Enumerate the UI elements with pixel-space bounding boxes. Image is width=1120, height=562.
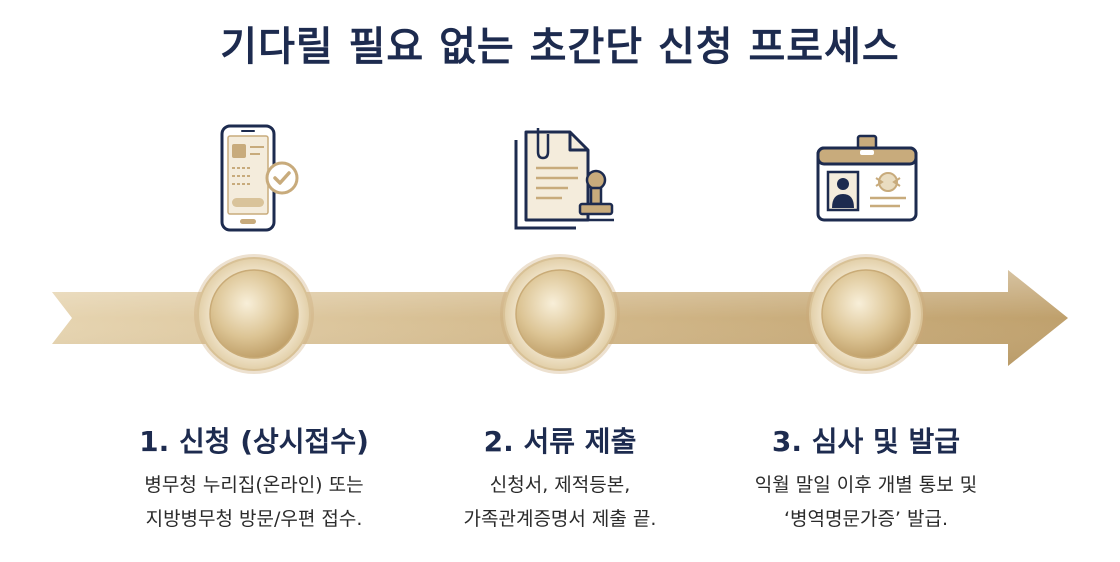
step-2-description: 신청서, 제적등본, 가족관계증명서 제출 끝.: [390, 468, 730, 536]
step-3-desc-line: ‘병역명문가증’ 발급.: [784, 508, 948, 530]
step-3-description: 익월 말일 이후 개별 통보 및 ‘병역명문가증’ 발급.: [696, 468, 1036, 536]
step-3-circle: [806, 254, 926, 374]
document-stamp-icon: [514, 128, 614, 230]
step-2-title: 2. 서류 제출: [483, 425, 637, 458]
step-1-desc-line: 지방병무청 방문/우편 접수.: [145, 508, 363, 530]
step-1-circle: [194, 254, 314, 374]
step-1-title: 1. 신청 (상시접수): [139, 425, 369, 458]
step-2-desc-line: 신청서, 제적등본,: [489, 474, 631, 496]
step-3-title: 3. 심사 및 발급: [771, 425, 961, 458]
step-1-description: 병무청 누리집(온라인) 또는 지방병무청 방문/우편 접수.: [84, 468, 424, 536]
step-2-desc-line: 가족관계증명서 제출 끝.: [463, 508, 657, 530]
id-card-icon: [816, 134, 918, 222]
step-2-circle: [500, 254, 620, 374]
step-1-desc-line: 병무청 누리집(온라인) 또는: [144, 474, 364, 496]
smartphone-check-icon: [220, 124, 299, 232]
page-title: 기다릴 필요 없는 초간단 신청 프로세스: [220, 24, 900, 70]
step-3-desc-line: 익월 말일 이후 개별 통보 및: [754, 474, 978, 496]
